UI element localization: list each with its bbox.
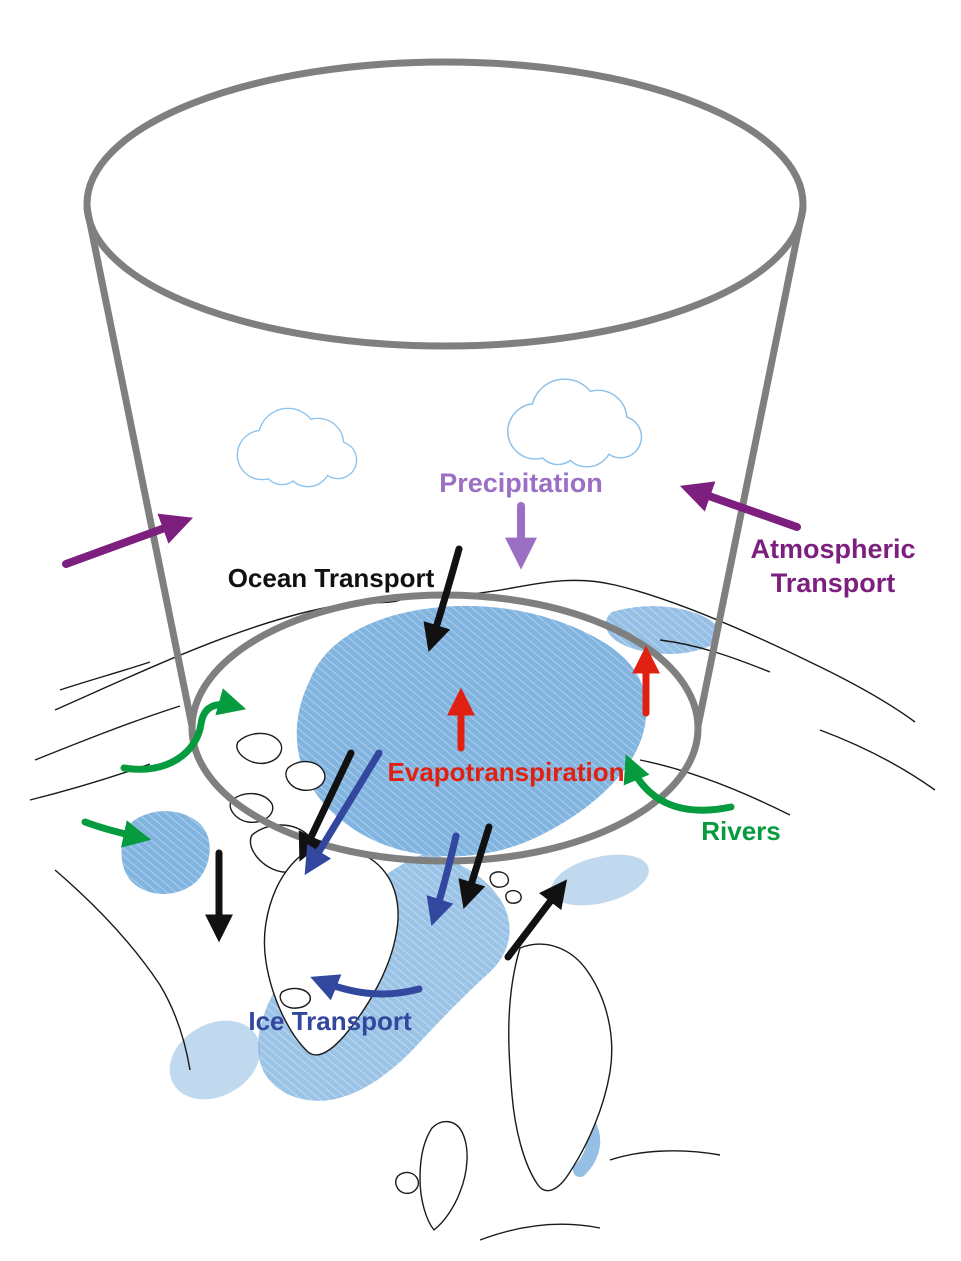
evapotranspiration-label: Evapotranspiration bbox=[388, 757, 625, 787]
scandinavia bbox=[508, 943, 613, 1192]
coastline-path bbox=[639, 759, 791, 816]
ice-transport-arrow-mid bbox=[426, 832, 460, 927]
precipitation-label: Precipitation bbox=[439, 468, 603, 498]
british-isles bbox=[419, 1121, 468, 1231]
ice-transport-arrow-export bbox=[310, 974, 423, 1001]
ice-transport-label: Ice Transport bbox=[248, 1006, 412, 1036]
ocean-transport-arrow-fram-mid bbox=[458, 823, 493, 910]
ocean-transport-arrow-inflow bbox=[423, 545, 463, 653]
bucket-side-left bbox=[83, 204, 196, 730]
atmospheric-transport-label-line1: Atmospheric bbox=[750, 534, 915, 564]
flux-arrows bbox=[62, 481, 801, 1001]
ocean-transport-arrow-fram-left bbox=[298, 749, 355, 862]
canadian-island bbox=[236, 732, 283, 765]
labels: Precipitation Atmospheric Transport Ocea… bbox=[228, 468, 916, 1036]
coastline-path bbox=[659, 639, 771, 673]
ice-transport-arrow-fram bbox=[304, 749, 383, 876]
arctic-map bbox=[29, 579, 936, 1241]
coastline-path bbox=[479, 1223, 601, 1241]
rivers-arrow-left bbox=[120, 688, 247, 773]
rivers-arrow-right bbox=[623, 754, 735, 814]
svalbard bbox=[505, 889, 522, 904]
arctic-ocean-water bbox=[296, 605, 647, 857]
atmospheric-transport-label-line2: Transport bbox=[771, 568, 896, 598]
ireland bbox=[395, 1171, 420, 1195]
coastline-path bbox=[34, 705, 181, 761]
coastline-path bbox=[609, 1150, 721, 1161]
rivers-label: Rivers bbox=[701, 816, 781, 846]
cloud-right bbox=[507, 378, 643, 468]
ocean-transport-label: Ocean Transport bbox=[228, 563, 435, 593]
coastline-path bbox=[54, 869, 191, 1071]
ocean-transport-arrow-barents-in bbox=[504, 879, 568, 961]
cloud-left bbox=[236, 407, 358, 488]
coastline-path bbox=[59, 661, 151, 691]
labrador-sea-water bbox=[169, 1020, 261, 1100]
bucket-side-right bbox=[694, 204, 807, 730]
iceland bbox=[279, 987, 311, 1009]
barents-sea-water bbox=[551, 854, 649, 906]
canadian-island bbox=[285, 761, 326, 791]
coastline-path bbox=[819, 729, 936, 791]
bucket-top-rim bbox=[83, 58, 807, 350]
atmospheric-transport-arrow-left bbox=[62, 513, 194, 568]
hudson-bay-water bbox=[121, 811, 210, 894]
canadian-island bbox=[229, 793, 274, 823]
coastline-path bbox=[54, 579, 916, 723]
atmospheric-transport-arrow-right bbox=[679, 481, 801, 531]
rivers-arrow-far-left bbox=[81, 818, 152, 848]
svalbard bbox=[489, 871, 510, 888]
